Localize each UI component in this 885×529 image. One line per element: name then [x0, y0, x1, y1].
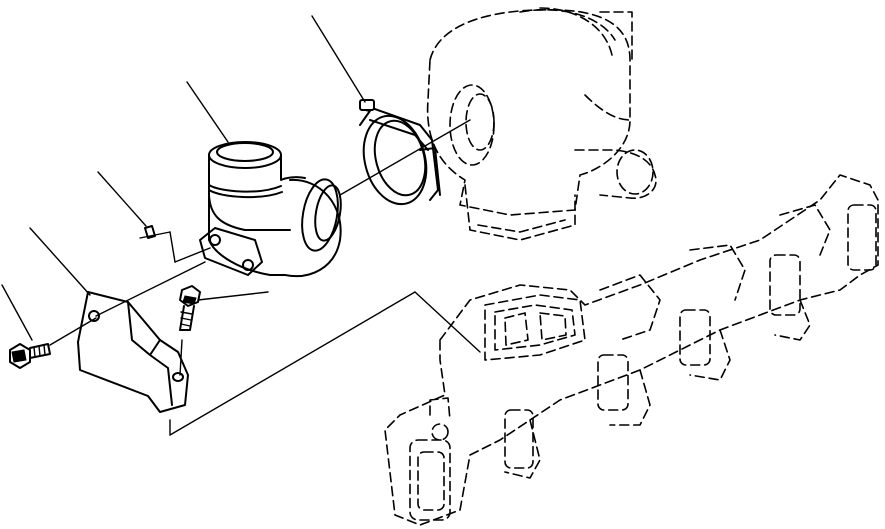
- leader-clamp: [311, 15, 366, 103]
- exhaust-elbow: [199, 141, 342, 277]
- exhaust-manifold-phantom: [384, 174, 879, 526]
- v-band-clamp: [359, 99, 441, 206]
- support-bracket: [77, 291, 189, 413]
- leader-plug: [97, 171, 147, 227]
- leader-bracket: [29, 227, 91, 296]
- leader-lines: [1, 15, 366, 341]
- leader-bolt-upper: [197, 291, 269, 301]
- leader-elbow: [186, 81, 229, 143]
- turbocharger-phantom: [426, 7, 657, 241]
- flange-bolt-lower: [9, 343, 51, 369]
- leader-bolt-lower: [1, 284, 33, 341]
- flange-bolt-upper: [179, 285, 201, 331]
- assembly-lines: [49, 119, 481, 436]
